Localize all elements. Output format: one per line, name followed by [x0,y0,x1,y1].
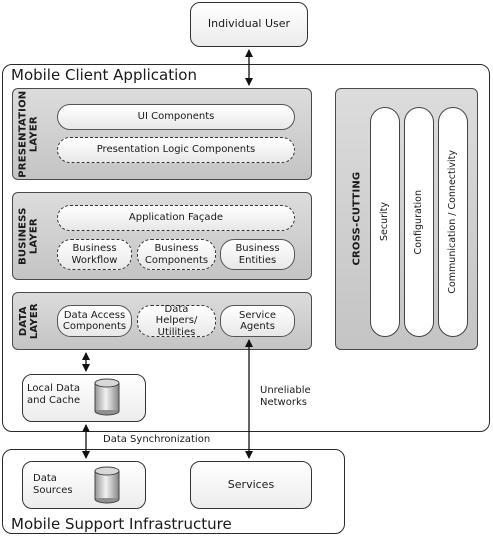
business-label-line2: LAYER [29,218,41,254]
business-components-label: Business Components [144,243,209,266]
security-column: Security [370,107,400,337]
data-helpers-label: Data Helpers/ Utilities [155,304,198,338]
local-data-cache-label: Local Data and Cache [27,383,81,406]
data-access-components: Data Access Components [57,305,132,337]
ui-components: UI Components [57,104,295,130]
application-facade-label: Application Façade [128,212,224,224]
presentation-layer-label: PRESENTATION LAYER [13,88,45,180]
business-layer-label: BUSINESS LAYER [13,192,45,280]
business-workflow: Business Workflow [57,239,132,270]
configuration-column: Configuration [404,107,434,337]
cross-cutting-label-text: CROSS-CUTTING [351,172,363,266]
configuration-label: Configuration [412,189,424,255]
presentation-logic-components: Presentation Logic Components [57,137,295,163]
unreliable-networks-label: Unreliable Networks [260,385,311,408]
data-label-line2: LAYER [29,303,40,339]
data-helpers-utilities: Data Helpers/ Utilities [137,304,216,338]
support-infrastructure-title: Mobile Support Infrastructure [11,515,232,533]
data-synchronization-label: Data Synchronization [103,434,211,445]
data-sources-label: Data Sources [33,473,73,496]
business-entities-label: Business Entities [235,243,280,266]
presentation-layer [12,88,312,180]
services-label: Services [227,477,275,491]
business-entities: Business Entities [220,239,295,270]
data-layer-label: DATA LAYER [13,292,45,350]
data-sources-box [22,461,146,509]
business-components: Business Components [137,239,216,270]
individual-user-label: Individual User [207,17,291,31]
data-label-line1: DATA [17,306,29,336]
cross-cutting-label: CROSS-CUTTING [347,100,367,338]
application-facade: Application Façade [57,205,295,231]
communication-column: Communication / Connectivity [438,107,468,337]
service-agents-label: Service Agents [239,309,276,332]
presentation-logic-label: Presentation Logic Components [96,144,256,156]
service-agents: Service Agents [220,305,295,337]
individual-user-box: Individual User [190,2,308,47]
presentation-label-line2: LAYER [29,116,40,152]
ui-components-label: UI Components [137,111,215,123]
local-data-cache-box [22,374,146,422]
business-workflow-label: Business Workflow [71,243,118,266]
services-box: Services [190,461,312,509]
data-access-label: Data Access Components [62,309,127,332]
presentation-label-line1: PRESENTATION [17,90,29,178]
security-label: Security [378,202,390,242]
mobile-client-title: Mobile Client Application [11,66,197,84]
communication-label: Communication / Connectivity [446,150,458,294]
business-label-line1: BUSINESS [17,207,29,265]
